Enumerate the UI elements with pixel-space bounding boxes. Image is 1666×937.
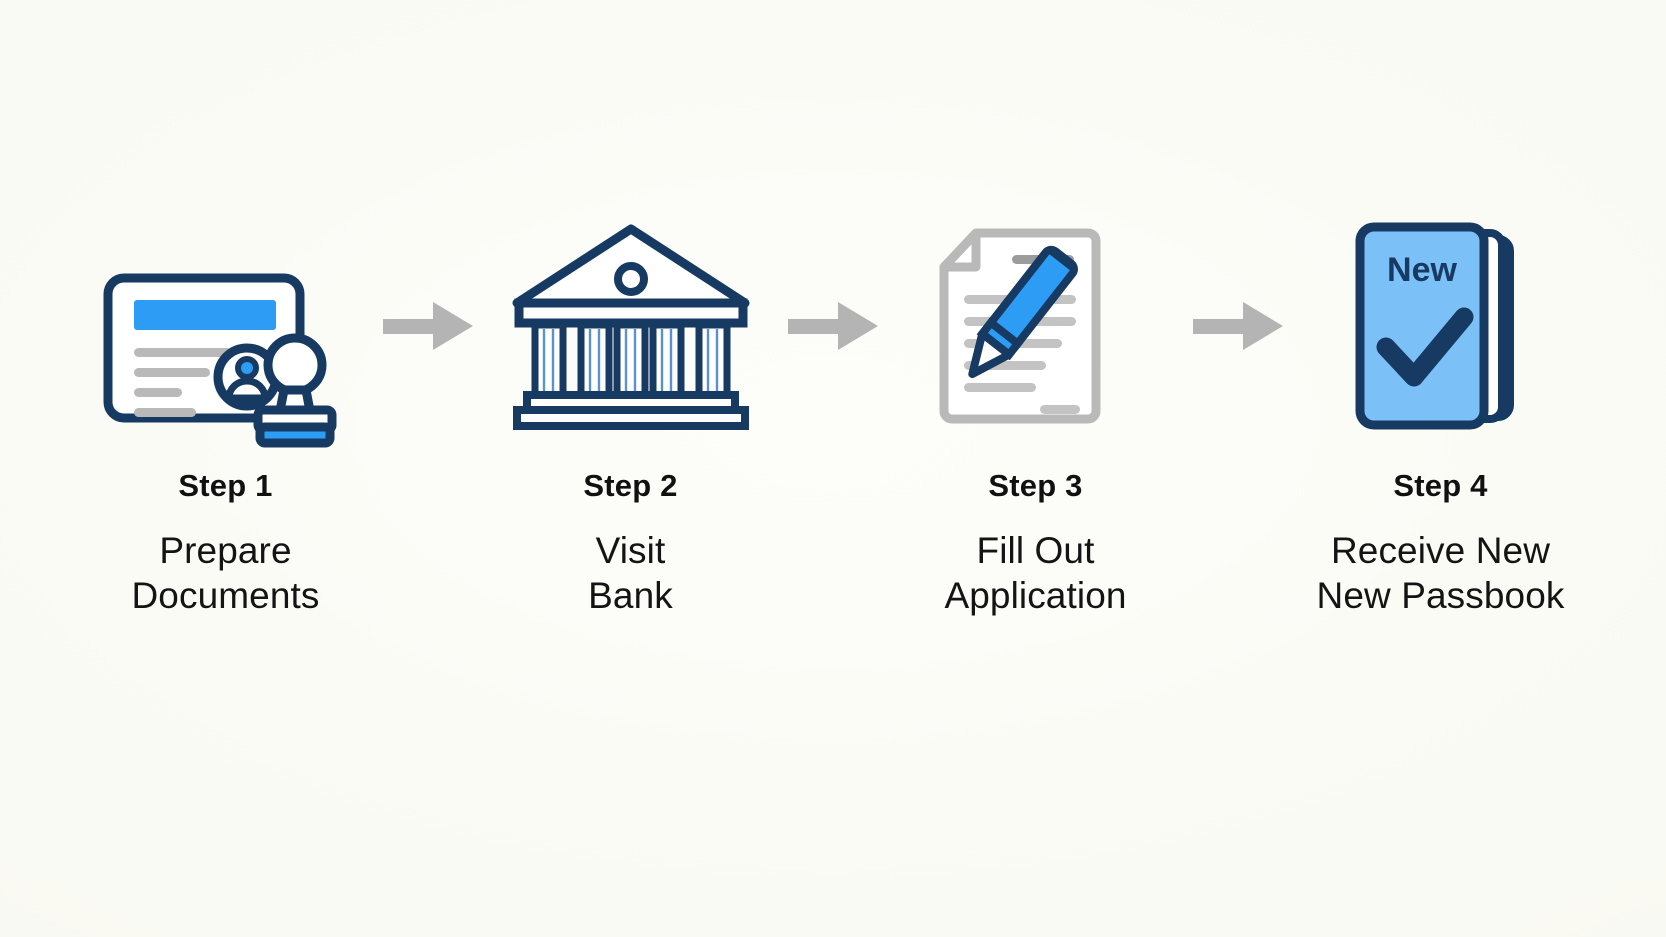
- step-2[interactable]: Step 2 Visit Bank: [481, 0, 781, 618]
- arrow-right-icon: [1192, 302, 1283, 350]
- step-3[interactable]: Step 3 Fill Out Application: [886, 0, 1186, 618]
- step-2-description: Visit Bank: [466, 528, 796, 618]
- step-3-description: Fill Out Application: [871, 528, 1201, 618]
- step-1-description: Prepare Documents: [61, 528, 391, 618]
- check-icon: [1376, 307, 1473, 386]
- step-1-title: Step 1: [178, 468, 273, 503]
- step-2-title: Step 2: [583, 468, 678, 503]
- arrow-2-3: [781, 0, 886, 446]
- step-1-desc-line1: Prepare: [159, 529, 292, 571]
- step-3-icon-box: [886, 206, 1186, 446]
- step-3-title: Step 3: [988, 468, 1083, 503]
- step-1-labels: Step 1 Prepare Documents: [61, 468, 391, 618]
- step-2-desc-line2: Bank: [588, 574, 673, 616]
- step-1-desc-line2: Documents: [131, 574, 320, 616]
- passbook-checkmark-icon: New: [1355, 222, 1514, 429]
- step-2-labels: Step 2 Visit Bank: [466, 468, 796, 618]
- step-4[interactable]: New Step 4 Receive New New Passbook: [1291, 0, 1591, 618]
- step-3-desc-line2: Application: [944, 574, 1127, 616]
- step-1-icon-box: [76, 206, 376, 447]
- step-2-desc-line1: Visit: [595, 529, 666, 571]
- document-card-with-stamp-icon: [103, 273, 336, 447]
- step-1[interactable]: Step 1 Prepare Documents: [76, 0, 376, 618]
- step-4-description: Receive New New Passbook: [1276, 528, 1606, 618]
- document-with-pen-icon: [939, 228, 1101, 423]
- bank-building-icon: [512, 224, 749, 430]
- step-4-desc-line1: Receive New: [1330, 529, 1551, 571]
- step-4-icon-box: New: [1291, 206, 1591, 446]
- arrow-3-4: [1186, 0, 1291, 446]
- arrow-right-icon: [787, 302, 878, 350]
- step-4-labels: Step 4 Receive New New Passbook: [1276, 468, 1606, 618]
- step-2-icon-box: [481, 206, 781, 446]
- arrow-right-icon: [382, 302, 473, 350]
- step-3-labels: Step 3 Fill Out Application: [871, 468, 1201, 618]
- step-4-desc-line2: New Passbook: [1316, 574, 1565, 616]
- passbook-new-badge: New: [1387, 251, 1457, 289]
- arrow-1-2: [376, 0, 481, 446]
- step-4-title: Step 4: [1393, 468, 1488, 503]
- step-3-desc-line1: Fill Out: [976, 529, 1095, 571]
